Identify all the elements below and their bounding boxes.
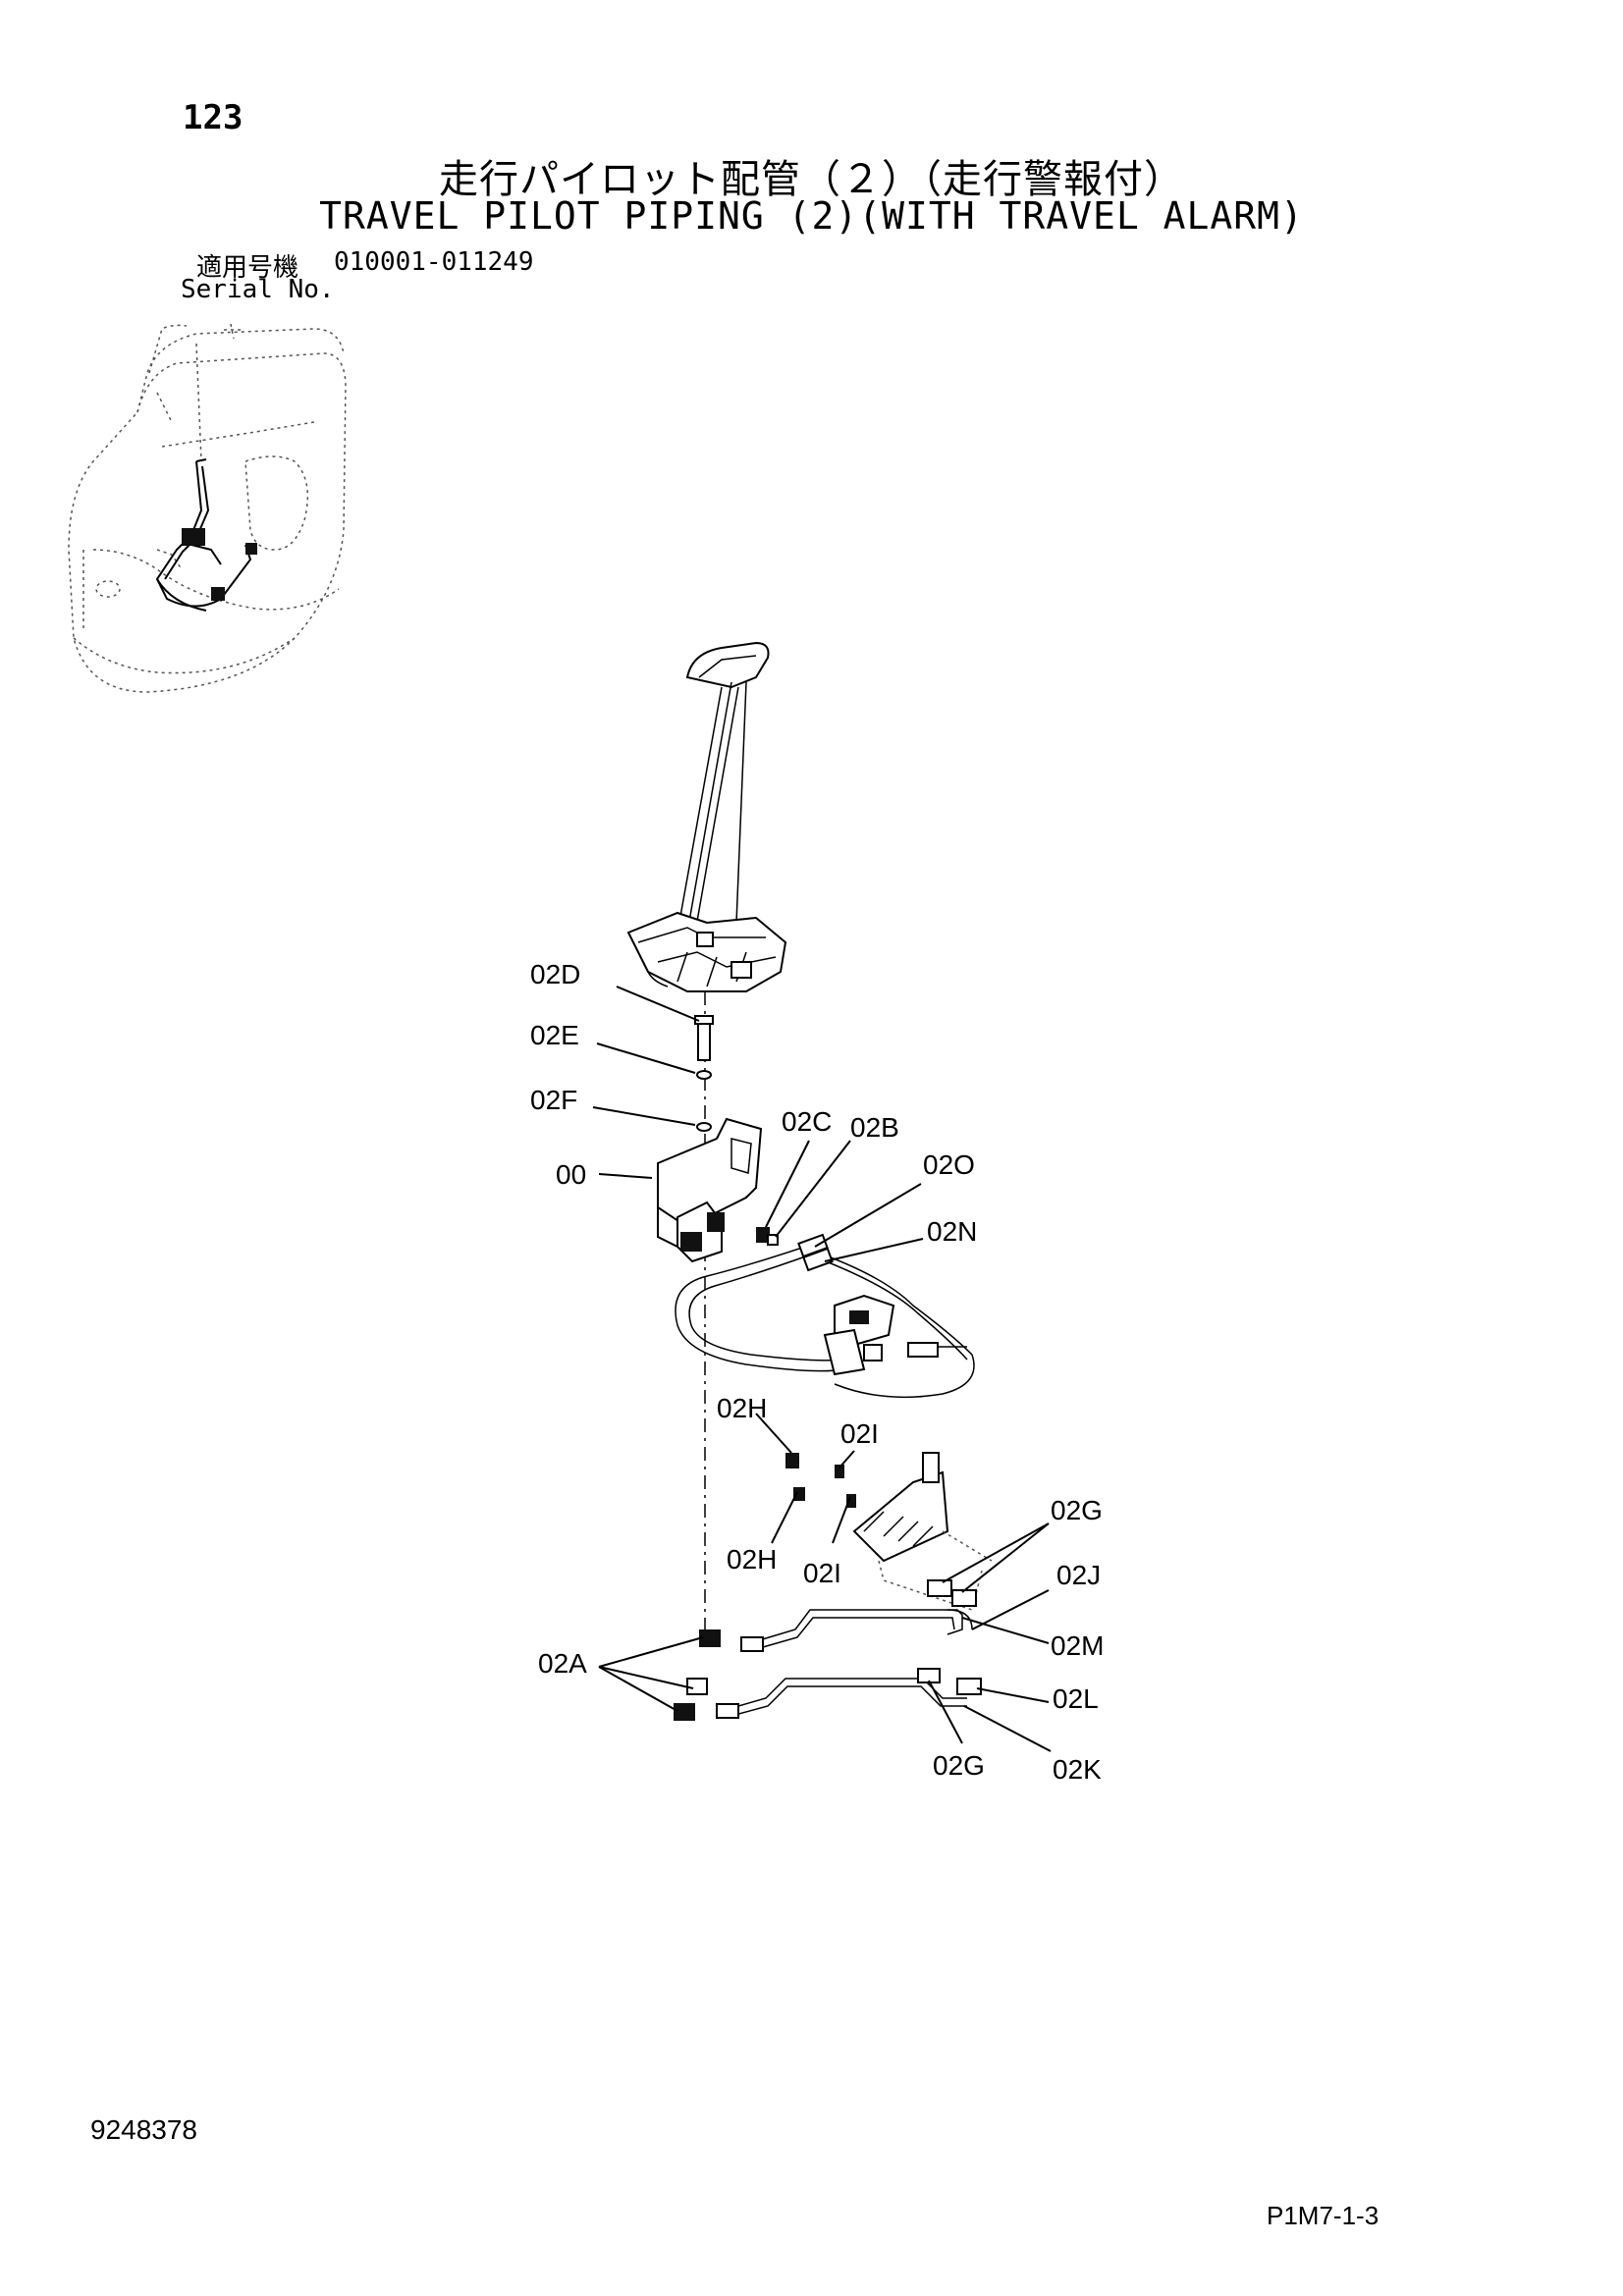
serial-range: 010001-011249 bbox=[334, 247, 534, 277]
washer-02f-part bbox=[696, 1122, 712, 1132]
callout-02n: 02N bbox=[927, 1216, 977, 1247]
elbow-fittings-02a bbox=[674, 1629, 721, 1721]
callout-02i-top: 02I bbox=[840, 1418, 879, 1449]
callout-02j: 02J bbox=[1056, 1560, 1101, 1590]
hose-02n-02o bbox=[675, 1233, 975, 1399]
callout-02h-bottom: 02H bbox=[727, 1544, 777, 1575]
pilot-valve-00 bbox=[657, 1117, 763, 1263]
serial-label-english: Serial No. bbox=[181, 275, 335, 304]
callout-labels: 02D 02E 02F 00 02C 02B 02O 02N 02H 02I 0… bbox=[530, 959, 1104, 1785]
fittings-02h-02i bbox=[785, 1453, 856, 1508]
callout-02h-top: 02H bbox=[717, 1393, 767, 1423]
pipe-02m bbox=[740, 1609, 973, 1652]
page-code: P1M7-1-3 bbox=[1267, 2201, 1380, 2230]
control-valve-block bbox=[852, 1452, 993, 1611]
page-number: 123 bbox=[183, 98, 243, 137]
document-number: 9248378 bbox=[90, 2114, 198, 2145]
cab-location-illustration bbox=[68, 323, 347, 693]
callout-02l: 02L bbox=[1053, 1683, 1099, 1714]
callout-02f: 02F bbox=[530, 1085, 577, 1115]
serial-label-japanese: 適用号機 bbox=[196, 253, 299, 283]
callout-02i-bottom: 02I bbox=[803, 1558, 841, 1588]
pipe-02l-02k bbox=[716, 1668, 982, 1719]
callout-02o: 02O bbox=[923, 1149, 975, 1180]
callout-00: 00 bbox=[556, 1159, 586, 1190]
callout-02a: 02A bbox=[538, 1648, 587, 1679]
fitting-02c-part bbox=[756, 1227, 779, 1246]
callout-02k: 02K bbox=[1053, 1754, 1102, 1785]
alarm-bracket-assembly bbox=[823, 1294, 967, 1376]
title-japanese: 走行パイロット配管（２）（走行警報付） bbox=[439, 157, 1184, 202]
leader-lines bbox=[592, 986, 1052, 1752]
callout-02d: 02D bbox=[530, 959, 580, 989]
callout-02m: 02M bbox=[1051, 1630, 1104, 1661]
callout-02e: 02E bbox=[530, 1020, 579, 1050]
callout-02c: 02C bbox=[782, 1106, 832, 1137]
bolt-02d-part bbox=[694, 1015, 714, 1061]
title-english: TRAVEL PILOT PIPING (2)(WITH TRAVEL ALAR… bbox=[319, 194, 1304, 238]
callout-02g-bottom: 02G bbox=[933, 1750, 985, 1781]
callout-02g-top: 02G bbox=[1051, 1495, 1103, 1525]
travel-lever-pedal bbox=[626, 641, 787, 992]
washer-02e-part bbox=[696, 1070, 712, 1080]
callout-02b: 02B bbox=[850, 1112, 899, 1143]
